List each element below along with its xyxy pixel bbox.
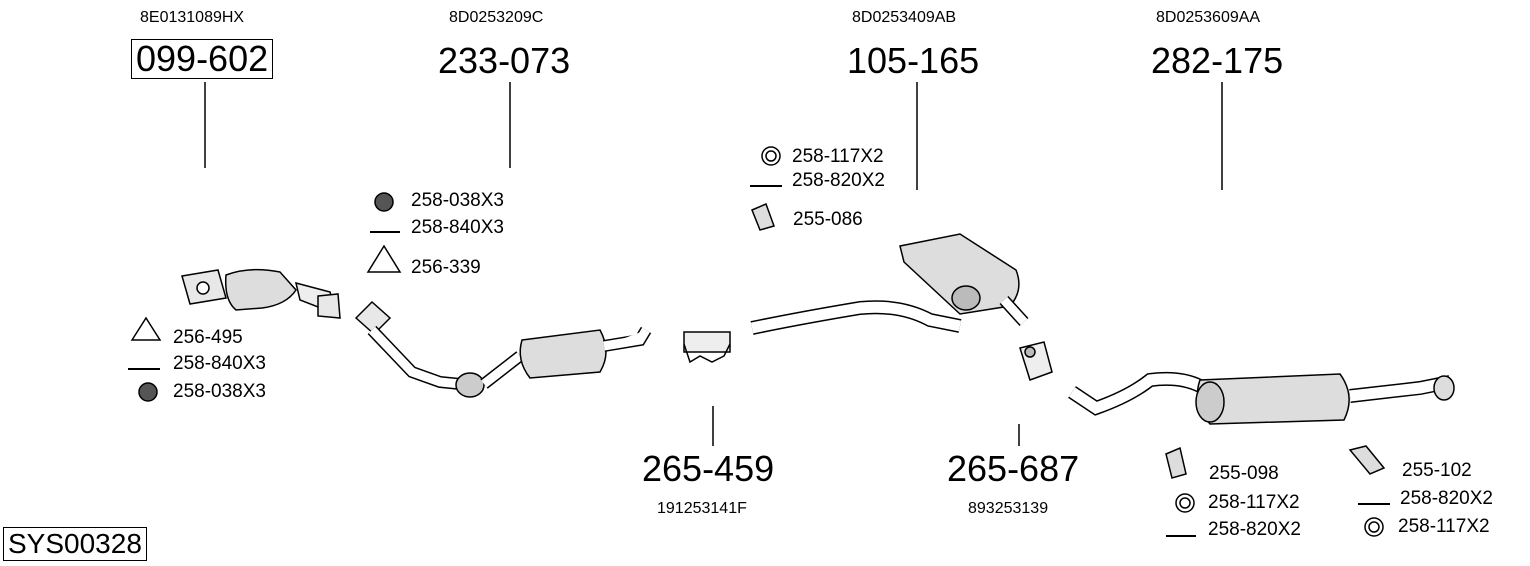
gasket-icon — [130, 316, 162, 341]
accessory-label[interactable]: 255-098 — [1209, 463, 1279, 484]
part-number[interactable]: 265-459 — [642, 448, 775, 489]
hanger-icon — [751, 202, 775, 231]
accessory-label[interactable]: 258-820X2 — [1208, 519, 1301, 540]
oem-number: 8E0131089HX — [140, 9, 245, 26]
system-code: SYS00328 — [3, 527, 147, 561]
accessory-label[interactable]: 258-820X2 — [792, 170, 885, 191]
part-number[interactable]: 265-687 — [947, 448, 1080, 489]
accessory-label[interactable]: 258-117X2 — [1208, 492, 1300, 513]
oem-number: 8D0253209C — [449, 9, 544, 26]
hanger-icon — [1165, 446, 1187, 479]
part-number[interactable]: 282-175 — [1151, 40, 1284, 81]
accessory-label[interactable]: 258-840X3 — [411, 217, 504, 238]
nut-icon — [374, 192, 394, 212]
accessory-label[interactable]: 258-840X3 — [173, 353, 266, 374]
accessory-label[interactable]: 258-117X2 — [792, 146, 884, 167]
middle-silencer-icon — [750, 233, 1029, 335]
accessory-label[interactable]: 258-038X3 — [173, 381, 266, 402]
accessory-label[interactable]: 258-820X2 — [1400, 488, 1493, 509]
clamp-icon — [683, 331, 731, 364]
part-number[interactable]: 233-073 — [438, 40, 571, 81]
oem-number: 191253141F — [657, 500, 747, 517]
front-pipe-icon — [354, 300, 652, 398]
connector-icon — [1019, 341, 1053, 381]
catalytic-converter-icon — [181, 268, 341, 319]
gasket-icon — [366, 244, 402, 273]
part-number[interactable]: 105-165 — [847, 40, 980, 81]
hanger-icon — [1348, 445, 1386, 475]
accessory-label[interactable]: 256-495 — [173, 327, 243, 348]
accessory-label[interactable]: 256-339 — [411, 257, 481, 278]
oem-number: 893253139 — [968, 500, 1049, 517]
accessory-label[interactable]: 258-038X3 — [411, 190, 504, 211]
rear-silencer-icon — [1068, 371, 1455, 425]
accessory-label[interactable]: 258-117X2 — [1398, 516, 1490, 537]
accessory-label[interactable]: 255-102 — [1402, 460, 1472, 481]
part-number[interactable]: 099-602 — [131, 39, 274, 79]
oem-number: 8D0253409AB — [852, 9, 957, 26]
oem-number: 8D0253609AA — [1156, 9, 1261, 26]
nut-icon — [138, 382, 158, 402]
accessory-label[interactable]: 255-086 — [793, 209, 863, 230]
